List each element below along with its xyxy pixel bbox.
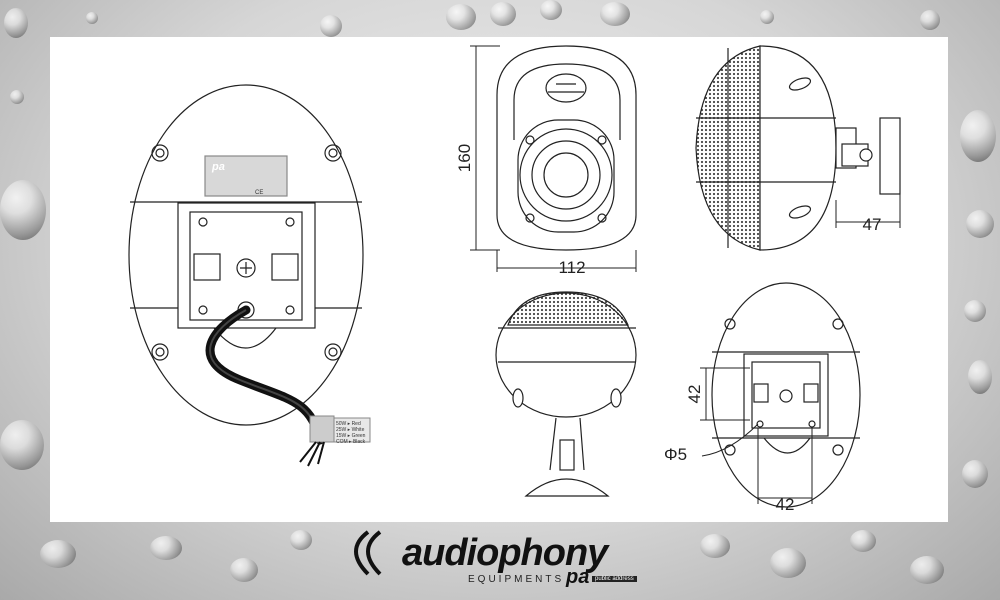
brand-pa-mark: pa	[566, 566, 590, 588]
rear-view-dimensioned	[711, 282, 861, 508]
drop	[920, 10, 940, 30]
dimension-bracket-width	[757, 428, 813, 504]
dimension-width	[496, 250, 637, 272]
screw-icon	[724, 318, 736, 330]
side-view	[695, 45, 901, 251]
drop	[86, 12, 98, 24]
drop	[910, 556, 944, 584]
dimension-bracket-height	[700, 367, 750, 421]
drop	[10, 90, 24, 104]
screw-icon	[324, 144, 342, 162]
drop	[850, 530, 876, 552]
wire-white: 25W ▸ White	[336, 427, 365, 433]
drop	[540, 0, 562, 20]
brand-name: audiophony	[402, 532, 608, 574]
wire-legend: 50W ▸ Red 25W ▸ White 15W ▸ Green COM ▸ …	[333, 417, 371, 445]
ce-mark: CE	[255, 190, 263, 196]
drop	[960, 110, 996, 162]
plate-logo: pa	[211, 161, 225, 173]
drop	[290, 530, 312, 550]
screw-icon	[832, 318, 844, 330]
screw-icon	[724, 444, 736, 456]
wire-black: COM ▸ Black	[336, 439, 366, 445]
label-plate	[204, 155, 288, 197]
drop	[40, 540, 76, 568]
screw-icon	[832, 444, 844, 456]
dimension-depth	[835, 194, 901, 228]
dimension-height	[470, 45, 500, 251]
drop	[962, 460, 988, 488]
height-label: 160	[455, 144, 474, 172]
brand-pa-subtitle: public address	[592, 576, 637, 582]
bracket-width-label: 42	[776, 495, 795, 514]
drop	[0, 420, 44, 470]
drop	[600, 2, 630, 26]
wire-green: 15W ▸ Green	[336, 433, 366, 439]
front-view	[496, 45, 637, 251]
drop	[966, 210, 994, 238]
drop	[700, 534, 730, 558]
screw-icon	[151, 343, 169, 361]
drop	[760, 10, 774, 24]
bracket-height-label: 42	[685, 385, 704, 404]
drop	[770, 548, 806, 578]
drop	[490, 2, 516, 26]
screw-icon	[236, 258, 256, 278]
screw-icon	[151, 144, 169, 162]
drop	[230, 558, 258, 582]
brand-subtitle: EQUIPMENTS	[468, 574, 565, 585]
drop	[320, 15, 342, 37]
top-view	[495, 291, 637, 497]
drop	[0, 180, 46, 240]
back-view: pa CE	[128, 84, 364, 426]
speaker-cable	[205, 305, 335, 467]
drop	[150, 536, 182, 560]
drop	[4, 8, 28, 38]
drop	[446, 4, 476, 30]
depth-label: 47	[863, 215, 882, 234]
audiophony-logo-icon	[354, 530, 382, 576]
hole-diameter-label: Φ5	[664, 445, 687, 464]
screw-icon	[324, 343, 342, 361]
wire-red: 50W ▸ Red	[336, 421, 361, 427]
width-label: 112	[558, 258, 585, 277]
drop	[964, 300, 986, 322]
drop	[968, 360, 992, 394]
hole-leader	[701, 423, 759, 457]
brand-block: audiophony EQUIPMENTS pa public address	[340, 528, 670, 592]
